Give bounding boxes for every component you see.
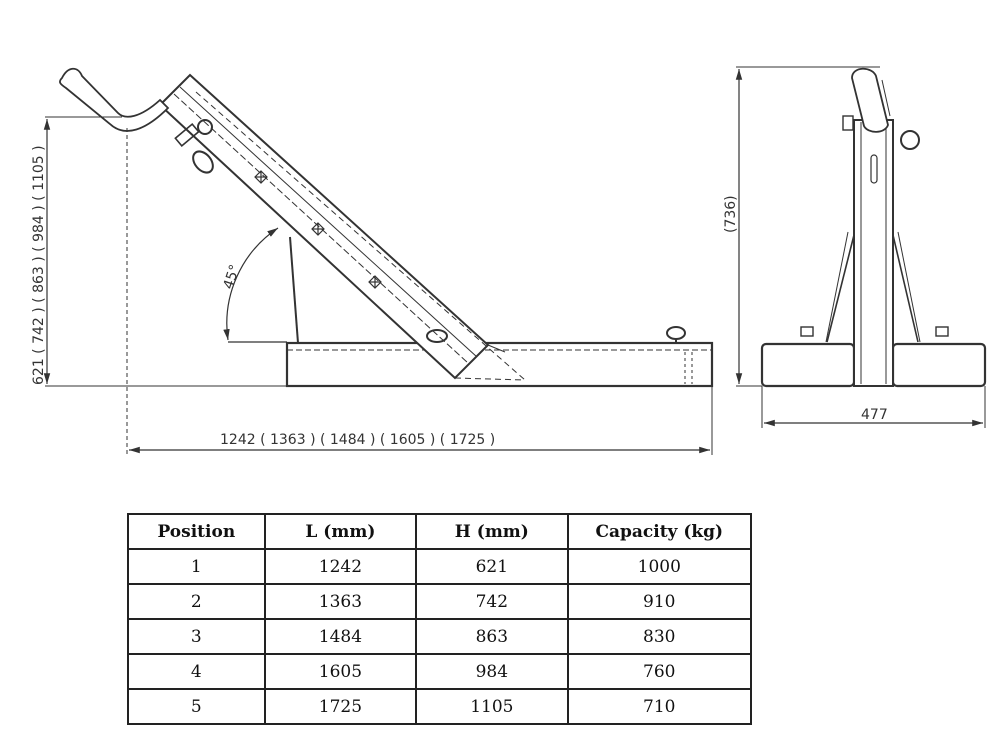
side-width-label: 477 <box>861 407 888 423</box>
side-height-label: (736) <box>723 195 739 233</box>
cell-position: 1 <box>127 548 266 585</box>
column <box>853 119 894 387</box>
cell-capacity: 910 <box>566 583 753 620</box>
front-view <box>735 66 987 428</box>
capacity-table: Position L (mm) H (mm) Capacity (kg) 1 1… <box>127 513 753 725</box>
cell-height: 1105 <box>415 688 569 725</box>
cell-capacity: 710 <box>566 688 753 725</box>
cell-length: 1242 <box>263 548 418 585</box>
table-row: 5 1725 1105 710 <box>127 688 753 725</box>
header-position: Position <box>127 513 266 550</box>
height-dimension-label: 621 ( 742 ) ( 863 ) ( 984 ) ( 1105 ) <box>31 145 47 385</box>
table-row: 2 1363 742 910 <box>127 583 753 620</box>
header-capacity: Capacity (kg) <box>566 513 753 550</box>
header-height: H (mm) <box>415 513 569 550</box>
table-row: 4 1605 984 760 <box>127 653 753 690</box>
cell-position: 2 <box>127 583 266 620</box>
cell-capacity: 830 <box>566 618 753 655</box>
cell-height: 621 <box>415 548 569 585</box>
technical-drawing: 621 ( 742 ) ( 863 ) ( 984 ) ( 1105 ) 124… <box>31 66 987 455</box>
cell-position: 5 <box>127 688 266 725</box>
cell-height: 984 <box>415 653 569 690</box>
right-foot <box>891 342 987 388</box>
table-row: 1 1242 621 1000 <box>127 548 753 585</box>
cell-length: 1363 <box>263 583 418 620</box>
cell-position: 4 <box>127 653 266 690</box>
cell-height: 742 <box>415 583 569 620</box>
cell-height: 863 <box>415 618 569 655</box>
cell-position: 3 <box>127 618 266 655</box>
header-length: L (mm) <box>263 513 418 550</box>
table-header-row: Position L (mm) H (mm) Capacity (kg) <box>127 513 753 550</box>
cell-length: 1484 <box>263 618 418 655</box>
side-view <box>43 67 714 455</box>
table-row: 3 1484 863 830 <box>127 618 753 655</box>
cell-capacity: 760 <box>566 653 753 690</box>
cell-length: 1605 <box>263 653 418 690</box>
left-foot <box>760 342 856 388</box>
cell-length: 1725 <box>263 688 418 725</box>
angle-label: 45° <box>221 263 244 292</box>
cell-capacity: 1000 <box>566 548 753 585</box>
handle <box>59 67 170 132</box>
length-dimension-label: 1242 ( 1363 ) ( 1484 ) ( 1605 ) ( 1725 ) <box>220 432 495 448</box>
